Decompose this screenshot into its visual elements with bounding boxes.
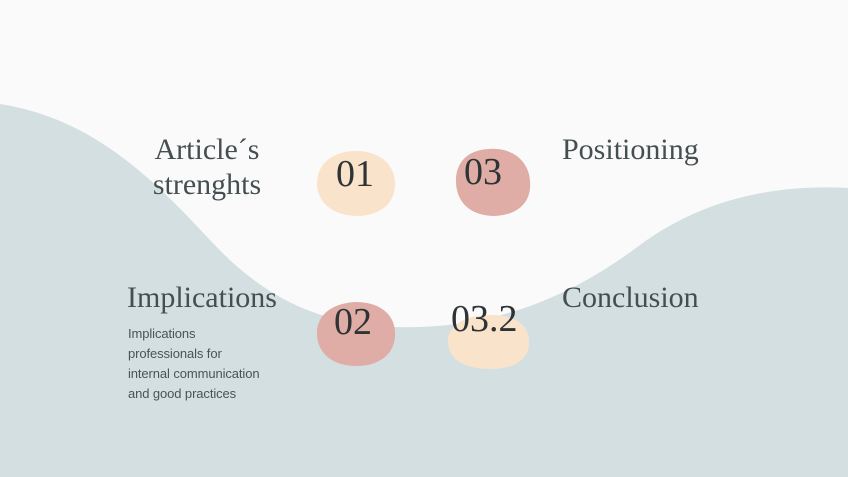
rose-blob-03 [455, 148, 531, 216]
blob-number-01: 01 [336, 153, 374, 195]
peach-blob-01 [316, 150, 396, 216]
blob-number-03: 03 [464, 151, 502, 193]
body-text-implications: Implications professionals for internal … [128, 326, 260, 402]
heading-conclusion: Conclusion [562, 281, 699, 314]
blob-number-02: 02 [334, 301, 372, 343]
heading-implications: Implications [127, 281, 277, 314]
blob-number-03-2: 03.2 [451, 298, 518, 340]
heading-positioning: Positioning [562, 133, 699, 166]
heading-article-strengths: Article´s strenghts [152, 133, 262, 201]
rose-blob-02 [316, 302, 396, 366]
peach-blob-03-2 [447, 315, 530, 369]
